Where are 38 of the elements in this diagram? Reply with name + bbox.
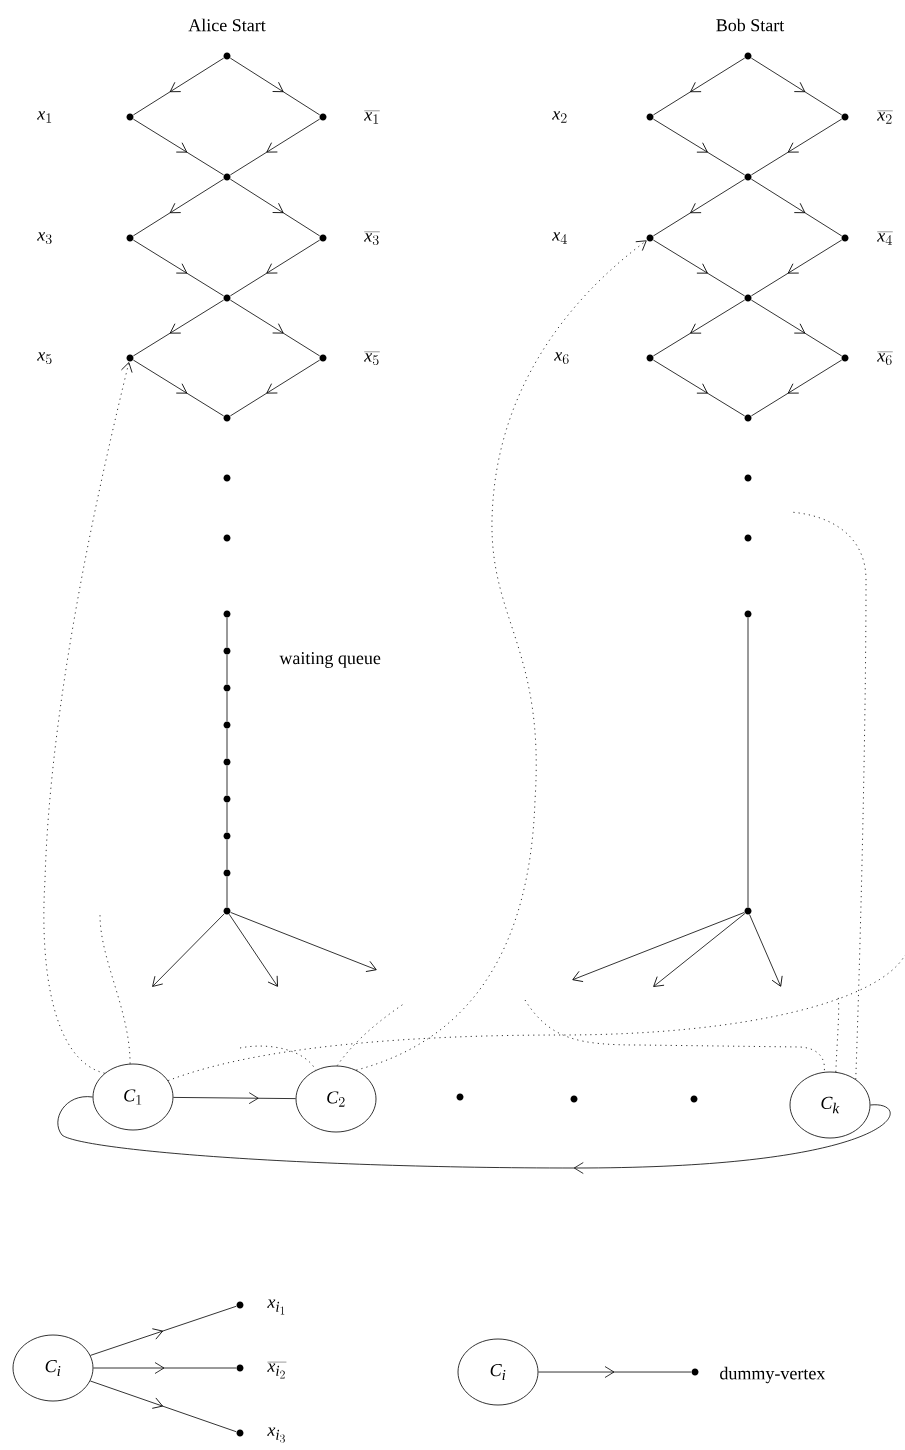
variable-label: $x_{i_3}$ [267,1427,285,1443]
arrow [152,913,225,987]
dotted-curve [355,240,647,1071]
dotted-curve [43,362,133,1074]
variable-label: $\overline{x_3}$ [364,231,380,246]
arrow [653,913,746,987]
variable-label: $x_4$ [552,232,567,244]
variable-label: $x_2$ [552,111,567,123]
line [226,728,228,759]
line [226,691,228,722]
line [226,617,228,648]
graph-title: Bob Start [716,18,785,32]
arrow [228,913,278,987]
variable-label: $x_5$ [37,352,52,365]
dotted-curve [167,954,905,1081]
line [226,654,228,685]
line [747,617,749,908]
variable-label: $\overline{x_5}$ [364,351,380,366]
dotted-curve [99,914,131,1065]
graph-title: Alice Start [188,18,266,32]
variable-label: $\overline{x_6}$ [877,351,893,366]
variable-label: $\overline{x_2}$ [877,110,893,124]
line [226,802,228,833]
variable-label: $x_1$ [37,111,52,123]
variable-label: $x_{i_1}$ [267,1299,285,1315]
variable-label: $x_6$ [554,352,569,365]
line [226,839,228,870]
variable-label: $x_3$ [37,232,52,245]
variable-label: $\overline{x_1}$ [364,110,380,124]
variable-label: $\overline{x_4}$ [877,231,893,245]
line [226,765,228,796]
arrow [230,912,377,972]
arrow [749,914,783,987]
arrow [572,912,745,982]
variable-label: $\overline{x_{i_2}}$ [267,1362,287,1379]
queue-label: waiting queue [279,652,381,668]
line [226,876,228,908]
vertex-label: dummy-vertex [720,1366,826,1384]
